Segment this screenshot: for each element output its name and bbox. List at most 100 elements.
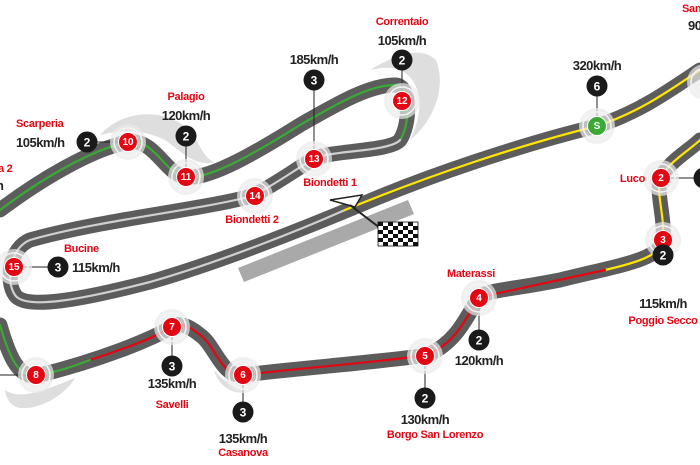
corner-name: Palagio [167,91,205,103]
gear-circle [175,125,197,147]
gear-badge: 3 [232,401,254,423]
gear-number: 3 [55,261,62,275]
corner-badge [245,186,265,206]
corner-halo-ring [157,312,187,342]
corner-badge [233,365,253,385]
checkered-flag-icon [377,221,419,247]
corner-number: 13 [308,154,320,165]
corner-15[interactable]: 15 [0,249,32,285]
corner-halo-ring [299,144,329,174]
corner-badge [26,365,46,385]
corner-number: 14 [249,191,261,202]
corner-4[interactable]: 4 [461,280,497,316]
corner-badge [392,91,412,111]
corner-halo-ring [464,283,494,313]
corner-halo-ring [171,162,201,192]
corner-name: Biondetti 2 [225,214,279,226]
corner-number: 6 [240,370,246,381]
corner-number: 11 [181,172,192,183]
gear-number: 3 [311,74,318,88]
corner-7[interactable]: 7 [154,309,190,345]
gear-circle [76,131,98,153]
corner-name: a 2 [0,163,13,175]
corner-13[interactable]: 13 [296,141,332,177]
speed-label: 185km/h [290,52,339,67]
corner-8[interactable]: 8 [18,357,54,393]
gear-badge: 2 [414,387,436,409]
gear-badge: 2 [468,329,490,351]
corner-halo-ring [387,86,417,116]
gear-circle [303,69,325,91]
corner-number: 5 [422,351,428,362]
speed-label: 115km/h [72,260,120,275]
corner-halo-ring [410,341,440,371]
gear-badge: 2 [175,125,197,147]
gear-circle [161,355,183,377]
corner-number: 2 [658,173,664,184]
start-marker[interactable]: S [579,108,615,144]
corner-halo-ring [690,68,700,96]
corner-name: Savelli [156,399,189,411]
gear-number: 2 [422,392,429,406]
gear-badge: 2 [652,244,674,266]
corner-14[interactable]: 14 [237,178,273,214]
corner-badge [304,149,324,169]
corner-number: 3 [660,235,666,246]
speed-label: 120km/h [162,108,211,123]
speed-label-partial: h [0,178,4,193]
speed-label: 115km/h [639,296,687,311]
corner-halo-ring [0,252,29,282]
corner-10[interactable]: 10 [110,124,146,160]
corner-3[interactable]: 3 [645,222,681,258]
corner-number: 4 [476,293,482,304]
gear-number: 3 [169,360,176,374]
corner-name: Biondetti 1 [303,177,357,189]
corner-2[interactable]: 2 [643,160,679,196]
gear-badge: 2 [76,131,98,153]
corner-badge [651,168,671,188]
start-finish [329,194,419,247]
gear-number: 2 [476,334,483,348]
corner-number: 7 [169,322,175,333]
gear-circle [391,49,413,71]
gear-badge-luco [693,168,700,188]
gear-badge: 3 [47,256,69,278]
start-arrow-icon [329,194,364,208]
corner-halo-ring [582,111,612,141]
corner-name: Borgo San Lorenzo [387,429,484,441]
corner-halo-ring [646,163,676,193]
corner-6[interactable]: 6 [225,357,261,393]
corner-number: 10 [122,137,134,148]
corner-badge [415,346,435,366]
runoff-8 [5,378,75,409]
zone-yellow-straight [343,68,700,212]
corner-name: Bucine [64,243,99,255]
gear-circle [652,244,674,266]
corner-11[interactable]: 11 [168,159,204,195]
corner-halo-ring [113,127,143,157]
corner-name: Luco [620,173,646,185]
gear-circle [468,329,490,351]
gear-circle [232,401,254,423]
gear-badge: 3 [303,69,325,91]
corner-badge [162,317,182,337]
gear-circle [414,387,436,409]
corner-badge [176,167,196,187]
zone-yellow-luco [603,138,700,272]
corner-5[interactable]: 5 [407,338,443,374]
speed-label: 105km/h [378,33,427,48]
corner-12[interactable]: 12 [384,83,420,119]
gear-number: 6 [594,80,601,94]
gear-circle [47,256,69,278]
corner-halo-ring [21,360,51,390]
gear-number: 2 [84,136,91,150]
gear-number: 2 [660,249,667,263]
corner-badge [118,132,138,152]
corner-number: 8 [33,370,39,381]
corner-name: Poggio Secco [628,315,698,327]
gear-number: 3 [240,406,247,420]
corner-number: 12 [396,96,408,107]
corner-name: Casanova [218,447,269,459]
